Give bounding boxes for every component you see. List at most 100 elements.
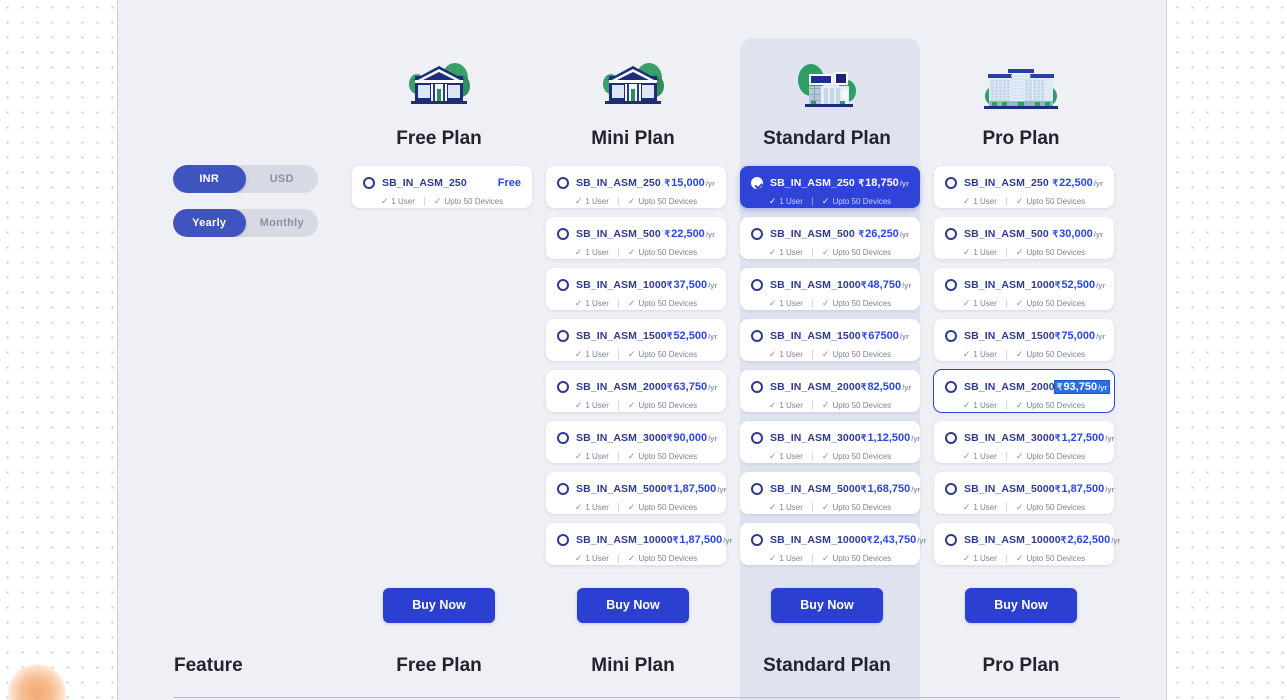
sku-card[interactable]: SB_IN_ASM_250 ₹18,750/yr ✓ 1 User ✓ Upto… xyxy=(740,166,920,208)
comparison-divider xyxy=(174,697,1120,698)
feature-devices: ✓ Upto 50 Devices xyxy=(628,400,697,411)
buy-now-button[interactable]: Buy Now xyxy=(383,588,495,623)
feature-devices: ✓ Upto 50 Devices xyxy=(628,451,697,462)
sku-card[interactable]: SB_IN_ASM_2000 ₹93,750/yr ✓ 1 User ✓ Upt… xyxy=(934,370,1114,412)
buy-now-button[interactable]: Buy Now xyxy=(771,588,883,623)
sku-card[interactable]: SB_IN_ASM_5000 ₹1,87,500/yr ✓ 1 User ✓ U… xyxy=(934,472,1114,514)
radio-button-icon[interactable] xyxy=(557,432,569,444)
price-period: /yr xyxy=(911,485,921,494)
feature-divider xyxy=(1005,248,1007,257)
currency-toggle-group[interactable]: INR USD xyxy=(173,165,318,193)
sku-card[interactable]: SB_IN_ASM_250 ₹22,500/yr ✓ 1 User ✓ Upto… xyxy=(934,166,1114,208)
sku-card[interactable]: SB_IN_ASM_500 ₹22,500/yr ✓ 1 User ✓ Upto… xyxy=(546,217,726,259)
sku-card[interactable]: SB_IN_ASM_5000 ₹1,87,500/yr ✓ 1 User ✓ U… xyxy=(546,472,726,514)
price-period: /yr xyxy=(899,230,909,239)
radio-button-icon[interactable] xyxy=(945,432,957,444)
sku-card[interactable]: SB_IN_ASM_250 ₹15,000/yr ✓ 1 User ✓ Upto… xyxy=(546,166,726,208)
feature-divider xyxy=(811,554,813,563)
sku-card[interactable]: SB_IN_ASM_5000 ₹1,68,750/yr ✓ 1 User ✓ U… xyxy=(740,472,920,514)
sku-card[interactable]: SB_IN_ASM_3000 ₹1,27,500/yr ✓ 1 User ✓ U… xyxy=(934,421,1114,463)
sku-card[interactable]: SB_IN_ASM_1500 ₹75,000/yr ✓ 1 User ✓ Upt… xyxy=(934,319,1114,361)
currency-symbol: ₹ xyxy=(1054,331,1061,341)
radio-button-icon[interactable] xyxy=(751,432,763,444)
feature-devices-label: Upto 50 Devices xyxy=(1026,401,1086,410)
currency-symbol: ₹ xyxy=(664,178,671,188)
chat-widget-icon[interactable] xyxy=(8,664,66,700)
sku-card[interactable]: SB_IN_ASM_2000 ₹82,500/yr ✓ 1 User ✓ Upt… xyxy=(740,370,920,412)
compare-col-free: Free Plan xyxy=(396,655,482,676)
buy-now-button[interactable]: Buy Now xyxy=(965,588,1077,623)
radio-button-icon[interactable] xyxy=(751,381,763,393)
sku-card[interactable]: SB_IN_ASM_250 Free ✓ 1 User ✓ Upto 50 De… xyxy=(352,166,532,208)
radio-button-icon[interactable] xyxy=(557,483,569,495)
check-icon: ✓ xyxy=(1015,196,1024,206)
radio-button-icon[interactable] xyxy=(945,381,957,393)
feature-devices: ✓ Upto 50 Devices xyxy=(628,349,697,360)
billing-option-monthly[interactable]: Monthly xyxy=(259,217,304,229)
radio-button-icon[interactable] xyxy=(751,483,763,495)
price-period: /yr xyxy=(723,536,733,545)
radio-button-icon[interactable] xyxy=(363,177,375,189)
feature-divider xyxy=(1005,197,1007,206)
feature-devices-label: Upto 50 Devices xyxy=(832,197,892,206)
sku-card[interactable]: SB_IN_ASM_500 ₹30,000/yr ✓ 1 User ✓ Upto… xyxy=(934,217,1114,259)
feature-users: ✓ 1 User xyxy=(963,247,997,258)
radio-button-icon[interactable] xyxy=(945,279,957,291)
sku-name: SB_IN_ASM_1000 xyxy=(964,279,1055,291)
feature-divider xyxy=(1005,503,1007,512)
billing-toggle-group[interactable]: Yearly Monthly xyxy=(173,209,318,237)
sku-card[interactable]: SB_IN_ASM_1000 ₹52,500/yr ✓ 1 User ✓ Upt… xyxy=(934,268,1114,310)
radio-button-icon[interactable] xyxy=(945,534,957,546)
sku-price-value: 52,500 xyxy=(673,330,708,342)
buy-now-button[interactable]: Buy Now xyxy=(577,588,689,623)
billing-option-yearly[interactable]: Yearly xyxy=(173,209,246,237)
sku-price-value: 1,87,500 xyxy=(679,534,723,546)
sku-price-value: 26,250 xyxy=(865,228,899,240)
check-icon: ✓ xyxy=(821,451,830,461)
sku-card[interactable]: SB_IN_ASM_1000 ₹48,750/yr ✓ 1 User ✓ Upt… xyxy=(740,268,920,310)
sku-price-value: 1,87,500 xyxy=(673,483,717,495)
radio-button-icon[interactable] xyxy=(945,177,957,189)
sku-card[interactable]: SB_IN_ASM_500 ₹26,250/yr ✓ 1 User ✓ Upto… xyxy=(740,217,920,259)
radio-button-icon[interactable] xyxy=(751,279,763,291)
radio-button-icon[interactable] xyxy=(751,330,763,342)
radio-button-icon[interactable] xyxy=(751,177,763,189)
price-period: /yr xyxy=(1093,230,1103,239)
radio-button-icon[interactable] xyxy=(945,330,957,342)
price-period: /yr xyxy=(911,434,921,443)
sku-card[interactable]: SB_IN_ASM_3000 ₹90,000/yr ✓ 1 User ✓ Upt… xyxy=(546,421,726,463)
radio-button-icon[interactable] xyxy=(557,330,569,342)
radio-button-icon[interactable] xyxy=(945,483,957,495)
radio-button-icon[interactable] xyxy=(557,381,569,393)
radio-button-icon[interactable] xyxy=(945,228,957,240)
sku-card[interactable]: SB_IN_ASM_1000 ₹37,500/yr ✓ 1 User ✓ Upt… xyxy=(546,268,726,310)
sku-card[interactable]: SB_IN_ASM_1500 ₹52,500/yr ✓ 1 User ✓ Upt… xyxy=(546,319,726,361)
sku-features: ✓ 1 User ✓ Upto 50 Devices xyxy=(751,349,909,360)
radio-button-icon[interactable] xyxy=(557,177,569,189)
sku-card[interactable]: SB_IN_ASM_1500 ₹67500/yr ✓ 1 User ✓ Upto… xyxy=(740,319,920,361)
sku-features: ✓ 1 User ✓ Upto 50 Devices xyxy=(557,196,715,207)
radio-button-icon[interactable] xyxy=(557,228,569,240)
sku-name: SB_IN_ASM_1000 xyxy=(770,279,861,291)
sku-name: SB_IN_ASM_2000 xyxy=(576,381,667,393)
currency-option-usd[interactable]: USD xyxy=(269,173,294,185)
sku-card[interactable]: SB_IN_ASM_3000 ₹1,12,500/yr ✓ 1 User ✓ U… xyxy=(740,421,920,463)
sku-card[interactable]: SB_IN_ASM_10000 ₹2,62,500/yr ✓ 1 User ✓ … xyxy=(934,523,1120,565)
sku-name: SB_IN_ASM_2000 xyxy=(770,381,861,393)
sku-card[interactable]: SB_IN_ASM_10000 ₹2,43,750/yr ✓ 1 User ✓ … xyxy=(740,523,926,565)
radio-button-icon[interactable] xyxy=(557,534,569,546)
price-period: /yr xyxy=(1096,332,1106,341)
feature-devices-label: Upto 50 Devices xyxy=(1026,299,1086,308)
radio-button-icon[interactable] xyxy=(557,279,569,291)
house-tree-illustration xyxy=(536,48,730,118)
radio-button-icon[interactable] xyxy=(751,228,763,240)
sku-price-value: 52,500 xyxy=(1061,279,1096,291)
feature-users-label: 1 User xyxy=(973,401,997,410)
currency-option-inr[interactable]: INR xyxy=(173,165,246,193)
sku-card[interactable]: SB_IN_ASM_10000 ₹1,87,500/yr ✓ 1 User ✓ … xyxy=(546,523,732,565)
feature-users: ✓ 1 User xyxy=(575,298,609,309)
price-period: /yr xyxy=(708,281,718,290)
sku-card[interactable]: SB_IN_ASM_2000 ₹63,750/yr ✓ 1 User ✓ Upt… xyxy=(546,370,726,412)
radio-button-icon[interactable] xyxy=(751,534,763,546)
currency-symbol: ₹ xyxy=(666,433,673,443)
